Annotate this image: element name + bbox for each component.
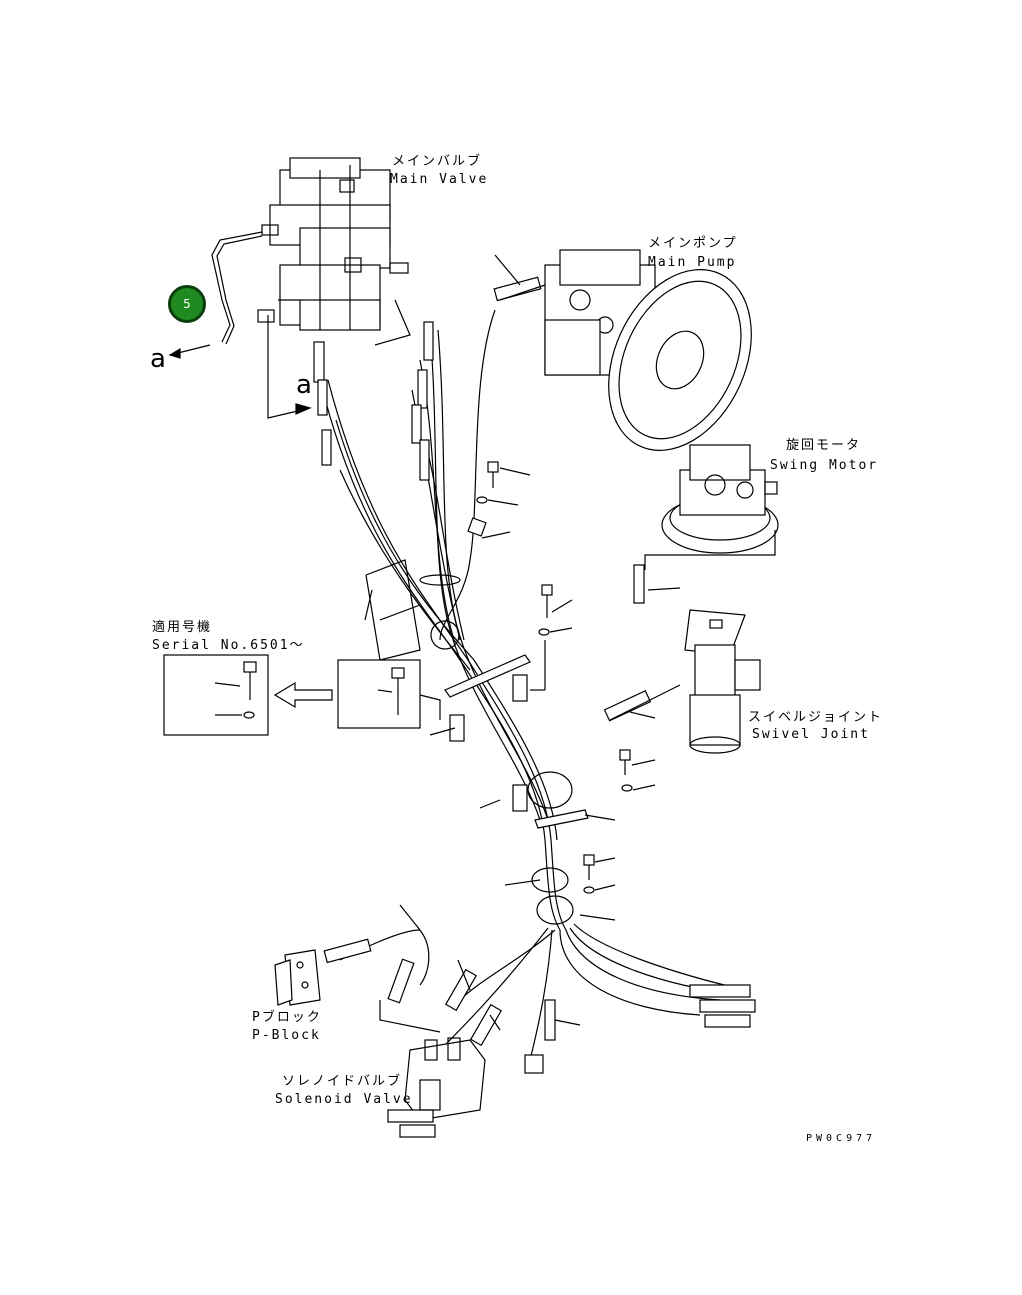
serial-label: Serial No.6501～ (152, 638, 305, 653)
serial-label-jp: 適用号機 (152, 620, 213, 635)
solenoid-valve-drawing (379, 1000, 544, 1138)
view-a-label-1: a (150, 344, 166, 374)
view-a-label-2: a (296, 370, 312, 400)
swing-motor-drawing (661, 444, 779, 554)
bolts (467, 461, 645, 894)
callout-5-button[interactable]: 5 (168, 285, 206, 323)
swing-motor-label-jp: 旋回モータ (786, 438, 862, 453)
swivel-joint-label-jp: スイベルジョイント (748, 710, 884, 725)
p-block-label: P-Block (252, 1028, 321, 1043)
p-block-drawing (274, 949, 321, 1006)
callout-5-number: 5 (183, 297, 191, 311)
main-valve-drawing (257, 157, 409, 331)
hose-fittings (313, 321, 756, 1047)
swivel-joint-label: Swivel Joint (752, 727, 870, 742)
main-valve-label: Main Valve (390, 172, 489, 187)
swivel-joint-drawing (684, 609, 761, 754)
leader-lines (364, 299, 681, 1031)
main-pump-label: Main Pump (648, 255, 737, 270)
main-valve-label-jp: メインバルブ (392, 154, 483, 169)
p-block-label-jp: Pブロック (252, 1010, 322, 1025)
serial-inset (163, 654, 441, 736)
hose-bundle (319, 309, 746, 1061)
swing-motor-label: Swing Motor (770, 458, 879, 473)
solenoid-valve-label: Solenoid Valve (275, 1092, 413, 1107)
solenoid-valve-label-jp: ソレノイドバルブ (282, 1074, 403, 1089)
drawing-code: PW0C977 (806, 1133, 877, 1144)
clamps (419, 574, 589, 925)
main-pump-label-jp: メインポンプ (648, 236, 738, 251)
main-pump-drawing (493, 249, 752, 451)
